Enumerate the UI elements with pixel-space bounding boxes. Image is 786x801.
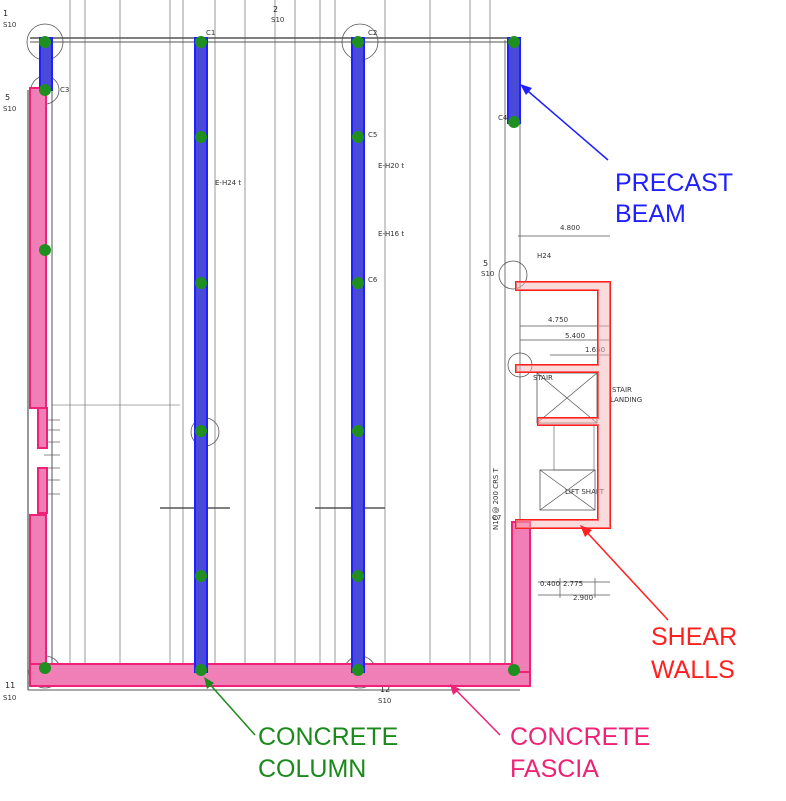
grid-label-c4: C4 <box>498 114 508 122</box>
fascia-left-small <box>37 467 48 514</box>
column-node <box>39 36 51 48</box>
legend-labels: PRECAST BEAM SHEAR WALLS CONCRETE COLUMN… <box>258 169 737 783</box>
column-node <box>352 277 364 289</box>
fascia-bottom <box>29 663 531 687</box>
precast-beam-leader <box>521 85 609 161</box>
concrete-fascia-arrowhead <box>450 684 460 695</box>
shear-walls-arrowhead <box>580 525 592 537</box>
column-node <box>195 131 207 143</box>
leader-arrows <box>204 84 669 736</box>
section-mark-3-top: 2 <box>273 5 278 14</box>
dimension-4800: 4.800 <box>560 224 580 232</box>
precast-beam-label-line2: BEAM <box>615 200 686 228</box>
column-node <box>39 662 51 674</box>
grid-label-c3: C3 <box>60 86 69 94</box>
dimension-5400: 5.400 <box>565 332 585 340</box>
column-node <box>39 244 51 256</box>
section-mark-6-bottom: S10 <box>378 697 391 705</box>
precast-beam-group <box>39 37 521 673</box>
annotation-stair-2: STAIR <box>533 374 553 382</box>
callout-e-h20: E-H20 t <box>378 162 404 170</box>
shear-walls-leader <box>582 527 669 621</box>
callout-e-h24: E-H24 t <box>215 179 241 187</box>
concrete-fascia-group <box>29 87 531 687</box>
column-node <box>508 36 520 48</box>
column-node <box>352 36 364 48</box>
beam-right-top <box>507 37 521 124</box>
dimension-2900: 2.900 <box>573 594 593 602</box>
section-mark-4-top: 5 <box>483 259 488 268</box>
column-node <box>352 664 364 676</box>
concrete-fascia-label-line2: FASCIA <box>510 755 599 783</box>
concrete-column-arrowhead <box>204 677 214 689</box>
grid-label-c5: C5 <box>368 131 377 139</box>
column-node <box>352 131 364 143</box>
column-node <box>508 116 520 128</box>
section-mark-4-bottom: S10 <box>481 270 494 278</box>
concrete-fascia-leader <box>451 685 501 736</box>
grid-label-c7: C7 <box>492 514 501 522</box>
column-node <box>195 277 207 289</box>
column-node <box>195 664 207 676</box>
callout-h24: H24 <box>537 252 552 260</box>
dimension-4750: 4.750 <box>548 316 568 324</box>
shear-wall-inner-fill <box>516 282 610 528</box>
precast-beam-label-line1: PRECAST <box>615 169 733 197</box>
grid-label-c1: C1 <box>206 29 215 37</box>
column-node <box>195 570 207 582</box>
annotation-reinforcement: N16 @ 200 CRS T <box>492 467 500 530</box>
concrete-column-group <box>39 36 520 676</box>
concrete-fascia-label-line1: CONCRETE <box>510 723 650 751</box>
shear-walls-label-line2: WALLS <box>651 656 735 684</box>
shear-walls-group <box>515 281 611 529</box>
column-node <box>195 425 207 437</box>
concrete-column-leader <box>205 679 256 736</box>
column-node <box>508 664 520 676</box>
dimension-1650: 1.650 <box>585 346 605 354</box>
dimension-2775: 2.775 <box>563 580 583 588</box>
drawing-annotations: 1 S10 5 S10 2 S10 5 S10 11 S10 12 S10 C3… <box>3 5 642 705</box>
section-mark-1-bottom: S10 <box>3 21 16 29</box>
precast-beam-arrowhead <box>520 84 532 95</box>
column-node <box>352 425 364 437</box>
section-mark-1-top: 1 <box>3 9 8 18</box>
section-mark-5-bottom: S10 <box>3 694 16 702</box>
grid-label-c2: C2 <box>368 29 377 37</box>
fascia-left-lower <box>29 514 47 676</box>
shear-walls-label-line1: SHEAR <box>651 623 737 651</box>
callout-e-h16: E-H16 t <box>378 230 404 238</box>
section-mark-3-bottom: S10 <box>271 16 284 24</box>
annotation-landing: LANDING <box>610 396 642 404</box>
annotation-lift-shaft: LIFT SHAFT <box>565 488 605 496</box>
grid-label-c6: C6 <box>368 276 378 284</box>
fascia-left-mid <box>37 407 48 449</box>
column-node <box>352 570 364 582</box>
section-mark-2-top: 5 <box>5 93 10 102</box>
section-mark-5-top: 11 <box>5 681 15 690</box>
fascia-right-lower <box>511 521 531 673</box>
annotation-stair: STAIR <box>612 386 632 394</box>
section-mark-6-top: 12 <box>380 685 390 694</box>
section-mark-2-bottom: S10 <box>3 105 16 113</box>
concrete-column-label-line2: COLUMN <box>258 755 366 783</box>
column-node <box>195 36 207 48</box>
column-node <box>39 84 51 96</box>
dimension-0400: 0.400 <box>540 580 560 588</box>
concrete-column-label-line1: CONCRETE <box>258 723 398 751</box>
